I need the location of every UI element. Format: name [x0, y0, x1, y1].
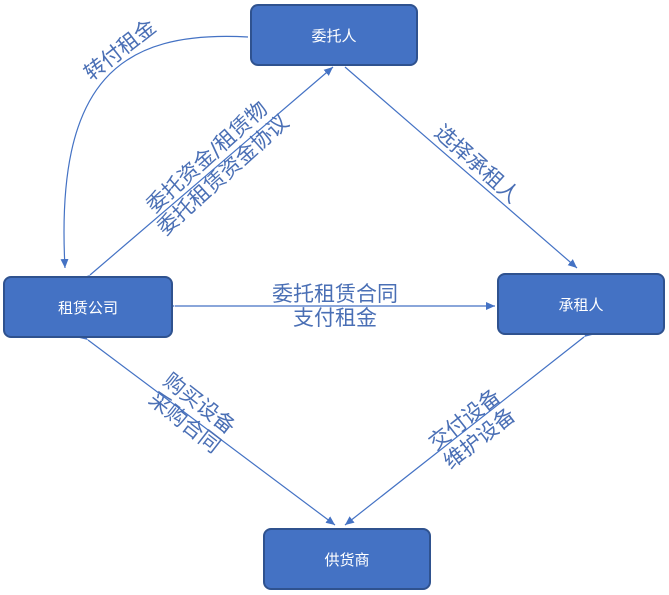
node-trustor: 委托人 [250, 4, 418, 66]
arrow-purchase [78, 331, 336, 526]
node-lessee: 承租人 [497, 273, 665, 335]
label-lease-contract-line2: 支付租金 [293, 306, 377, 330]
node-supplier-label: 供货商 [324, 550, 370, 569]
node-trustor-label: 委托人 [311, 26, 357, 45]
node-lessee-label: 承租人 [558, 295, 604, 314]
node-leasing-company: 租赁公司 [3, 276, 173, 338]
arrow-trust-funds [80, 66, 334, 284]
arrow-deliver [344, 328, 594, 526]
node-leasing-company-label: 租赁公司 [57, 298, 118, 317]
label-lease-contract-line1: 委托租赁合同 [272, 282, 398, 306]
node-supplier: 供货商 [263, 528, 431, 590]
label-lease-contract: 委托租赁合同 支付租金 [245, 282, 425, 330]
arrow-select-lessee [344, 66, 578, 269]
